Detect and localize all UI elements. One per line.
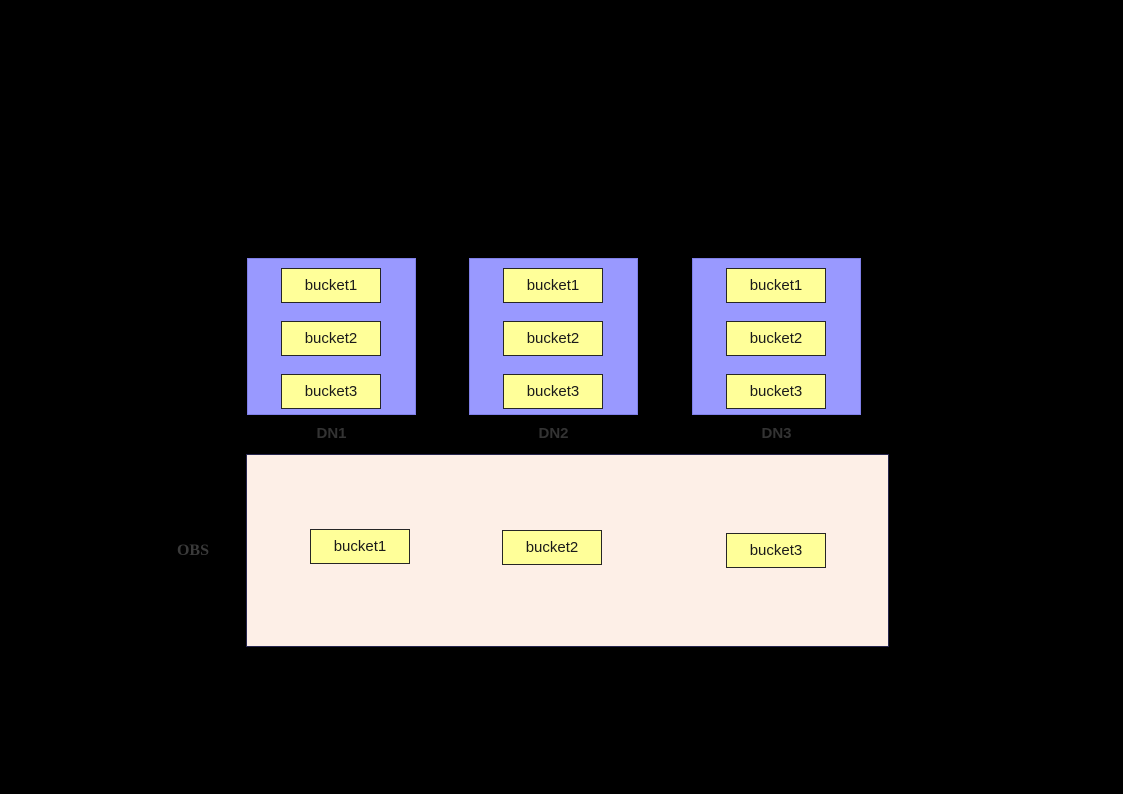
obs-bucket2-box: bucket2 [502, 530, 602, 565]
dn3-bucket2-box: bucket2 [726, 321, 826, 356]
dn3-bucket3-box: bucket3 [726, 374, 826, 409]
obs-label: OBS [176, 542, 209, 559]
obs-bucket1-box: bucket1 [310, 529, 410, 564]
dn3-group-box: bucket1 bucket2 bucket3 [692, 258, 861, 415]
dn1-label: DN1 [316, 425, 347, 442]
obs-storage-box: bucket1 bucket2 bucket3 [246, 454, 889, 647]
dn2-bucket1-box: bucket1 [503, 268, 603, 303]
dn1-bucket2-box: bucket2 [281, 321, 381, 356]
dn1-group-box: bucket1 bucket2 bucket3 [247, 258, 416, 415]
dn2-group-box: bucket1 bucket2 bucket3 [469, 258, 638, 415]
obs-bucket3-box: bucket3 [726, 533, 826, 568]
dn3-label: DN3 [761, 425, 792, 442]
dn1-bucket1-box: bucket1 [281, 268, 381, 303]
dn2-label: DN2 [538, 425, 569, 442]
dn3-bucket1-box: bucket1 [726, 268, 826, 303]
dn2-bucket2-box: bucket2 [503, 321, 603, 356]
dn1-bucket3-box: bucket3 [281, 374, 381, 409]
dn2-bucket3-box: bucket3 [503, 374, 603, 409]
